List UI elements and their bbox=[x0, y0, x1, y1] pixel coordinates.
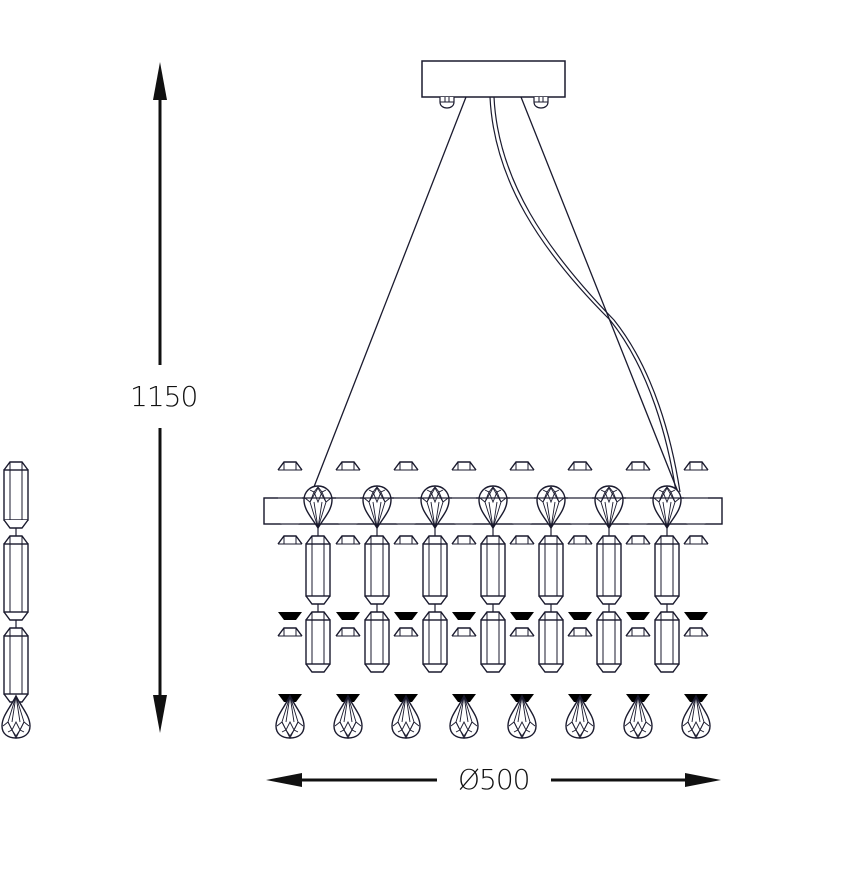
height-dimension-line bbox=[153, 62, 167, 733]
ceiling-canopy bbox=[421, 60, 566, 109]
short-strand-instances bbox=[304, 486, 681, 672]
frame-bar-outline bbox=[263, 497, 723, 525]
long-crystal-strands bbox=[1, 461, 31, 739]
suspension-cables bbox=[311, 96, 681, 493]
width-dimension-line bbox=[266, 773, 721, 787]
height-dimension-label: 1150 bbox=[128, 380, 200, 414]
width-dimension-label: Ø500 bbox=[450, 763, 538, 797]
